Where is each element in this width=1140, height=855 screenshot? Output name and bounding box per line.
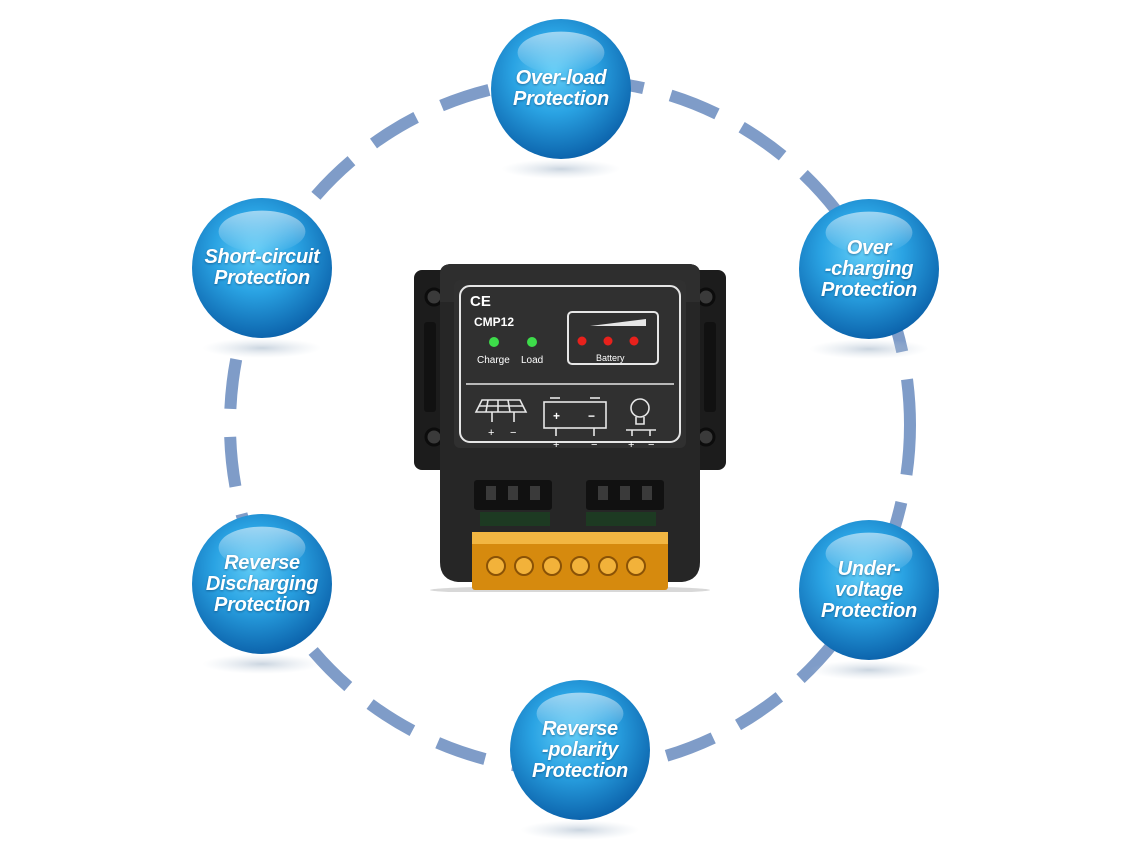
model-label: CMP12 <box>474 315 514 329</box>
battery-indicator-box <box>567 311 659 365</box>
svg-text:−: − <box>648 439 654 451</box>
bubble-gloss <box>825 211 913 254</box>
svg-text:+: + <box>553 409 560 423</box>
reverse-discharging-bubble <box>192 514 332 674</box>
battery-led <box>629 336 639 346</box>
ce-mark: CE <box>470 293 491 310</box>
charge-controller: CE CMP12 Charge Load Battery + − <box>414 264 726 592</box>
svg-text:+: + <box>553 439 559 451</box>
terminal-screws <box>486 556 646 576</box>
bubble-gloss <box>517 31 605 74</box>
bubble-shadow <box>809 660 929 680</box>
battery-led <box>577 336 587 346</box>
short-circuit-bubble <box>192 198 332 358</box>
svg-text:+: + <box>628 439 634 451</box>
under-voltage-bubble <box>799 520 939 680</box>
battery-level-icon <box>590 319 646 326</box>
battery-led <box>603 336 613 346</box>
bubble-shadow <box>501 159 621 179</box>
screw-hole-icon <box>424 287 444 307</box>
bubble-shadow <box>520 820 640 840</box>
bubble-shadow <box>202 654 322 674</box>
svg-text:−: − <box>591 439 597 451</box>
dashed-ring <box>224 74 916 776</box>
screw-hole-icon <box>696 427 716 447</box>
battery-label: Battery <box>596 353 625 363</box>
load-led <box>527 337 537 347</box>
load-label: Load <box>521 355 543 366</box>
svg-text:−: − <box>510 427 516 439</box>
bubble-gloss <box>536 692 624 735</box>
bubble-gloss <box>218 526 306 569</box>
screw-hole-icon <box>696 287 716 307</box>
bubble-shadow <box>202 338 322 358</box>
bubble-gloss <box>825 532 913 575</box>
reverse-polarity-bubble <box>510 680 650 840</box>
solar-panel-icon <box>474 399 528 422</box>
svg-text:−: − <box>588 409 595 423</box>
svg-text:+: + <box>488 427 494 439</box>
charge-label: Charge <box>477 355 510 366</box>
charge-led <box>489 337 499 347</box>
lamp-icon <box>626 398 656 436</box>
screw-hole-icon <box>424 427 444 447</box>
bubble-shadow <box>809 339 929 359</box>
over-charging-bubble <box>799 199 939 359</box>
bubble-gloss <box>218 210 306 253</box>
battery-icon <box>543 397 607 436</box>
over-load-bubble <box>491 19 631 179</box>
